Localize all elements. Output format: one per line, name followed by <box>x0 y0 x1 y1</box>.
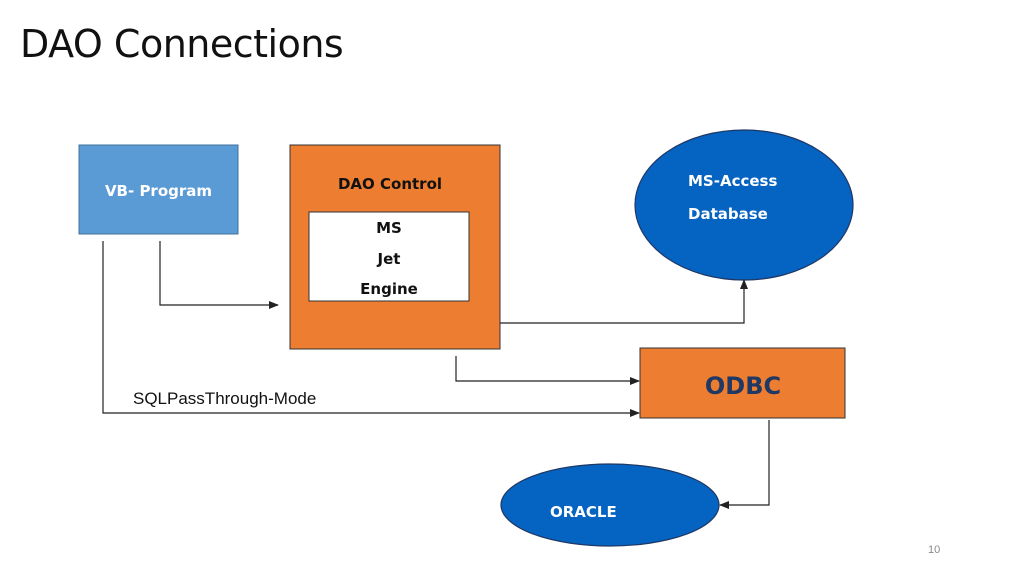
jet-engine-line-1: MS <box>376 219 402 237</box>
vb-program-label: VB- Program <box>105 182 212 200</box>
page-number: 10 <box>928 544 941 556</box>
jet-engine-line-3: Engine <box>360 280 418 298</box>
vb-to-dao-arrow <box>159 241 279 309</box>
dao-control-label: DAO Control <box>338 175 442 193</box>
oracle-node: ORACLE <box>500 463 720 547</box>
vb-to-odbc-passthrough-arrow <box>102 241 640 417</box>
vb-program-node: VB- Program <box>78 144 239 235</box>
vb-program-box <box>78 144 239 235</box>
dao-to-access-arrow <box>500 279 748 324</box>
slide-title: DAO Connections <box>20 22 344 66</box>
dao-to-odbc-arrow <box>455 356 640 385</box>
odbc-box <box>639 347 846 419</box>
odbc-label: ODBC <box>705 372 781 400</box>
jet-engine-box <box>308 211 470 302</box>
odbc-node: ODBC <box>639 347 846 419</box>
odbc-to-oracle-arrow <box>719 420 770 509</box>
sqlpassthrough-mode-label: SQLPassThrough-Mode <box>133 389 316 408</box>
ms-access-line-2: Database <box>688 205 768 223</box>
ms-access-line-1: MS-Access <box>688 172 777 190</box>
jet-engine-line-2: Jet <box>377 250 401 268</box>
oracle-label: ORACLE <box>550 503 617 521</box>
ms-access-node: MS-Access Database <box>634 129 854 281</box>
dao-control-node: DAO Control MS Jet Engine <box>289 144 501 350</box>
jet-engine-node: MS Jet Engine <box>308 211 470 302</box>
